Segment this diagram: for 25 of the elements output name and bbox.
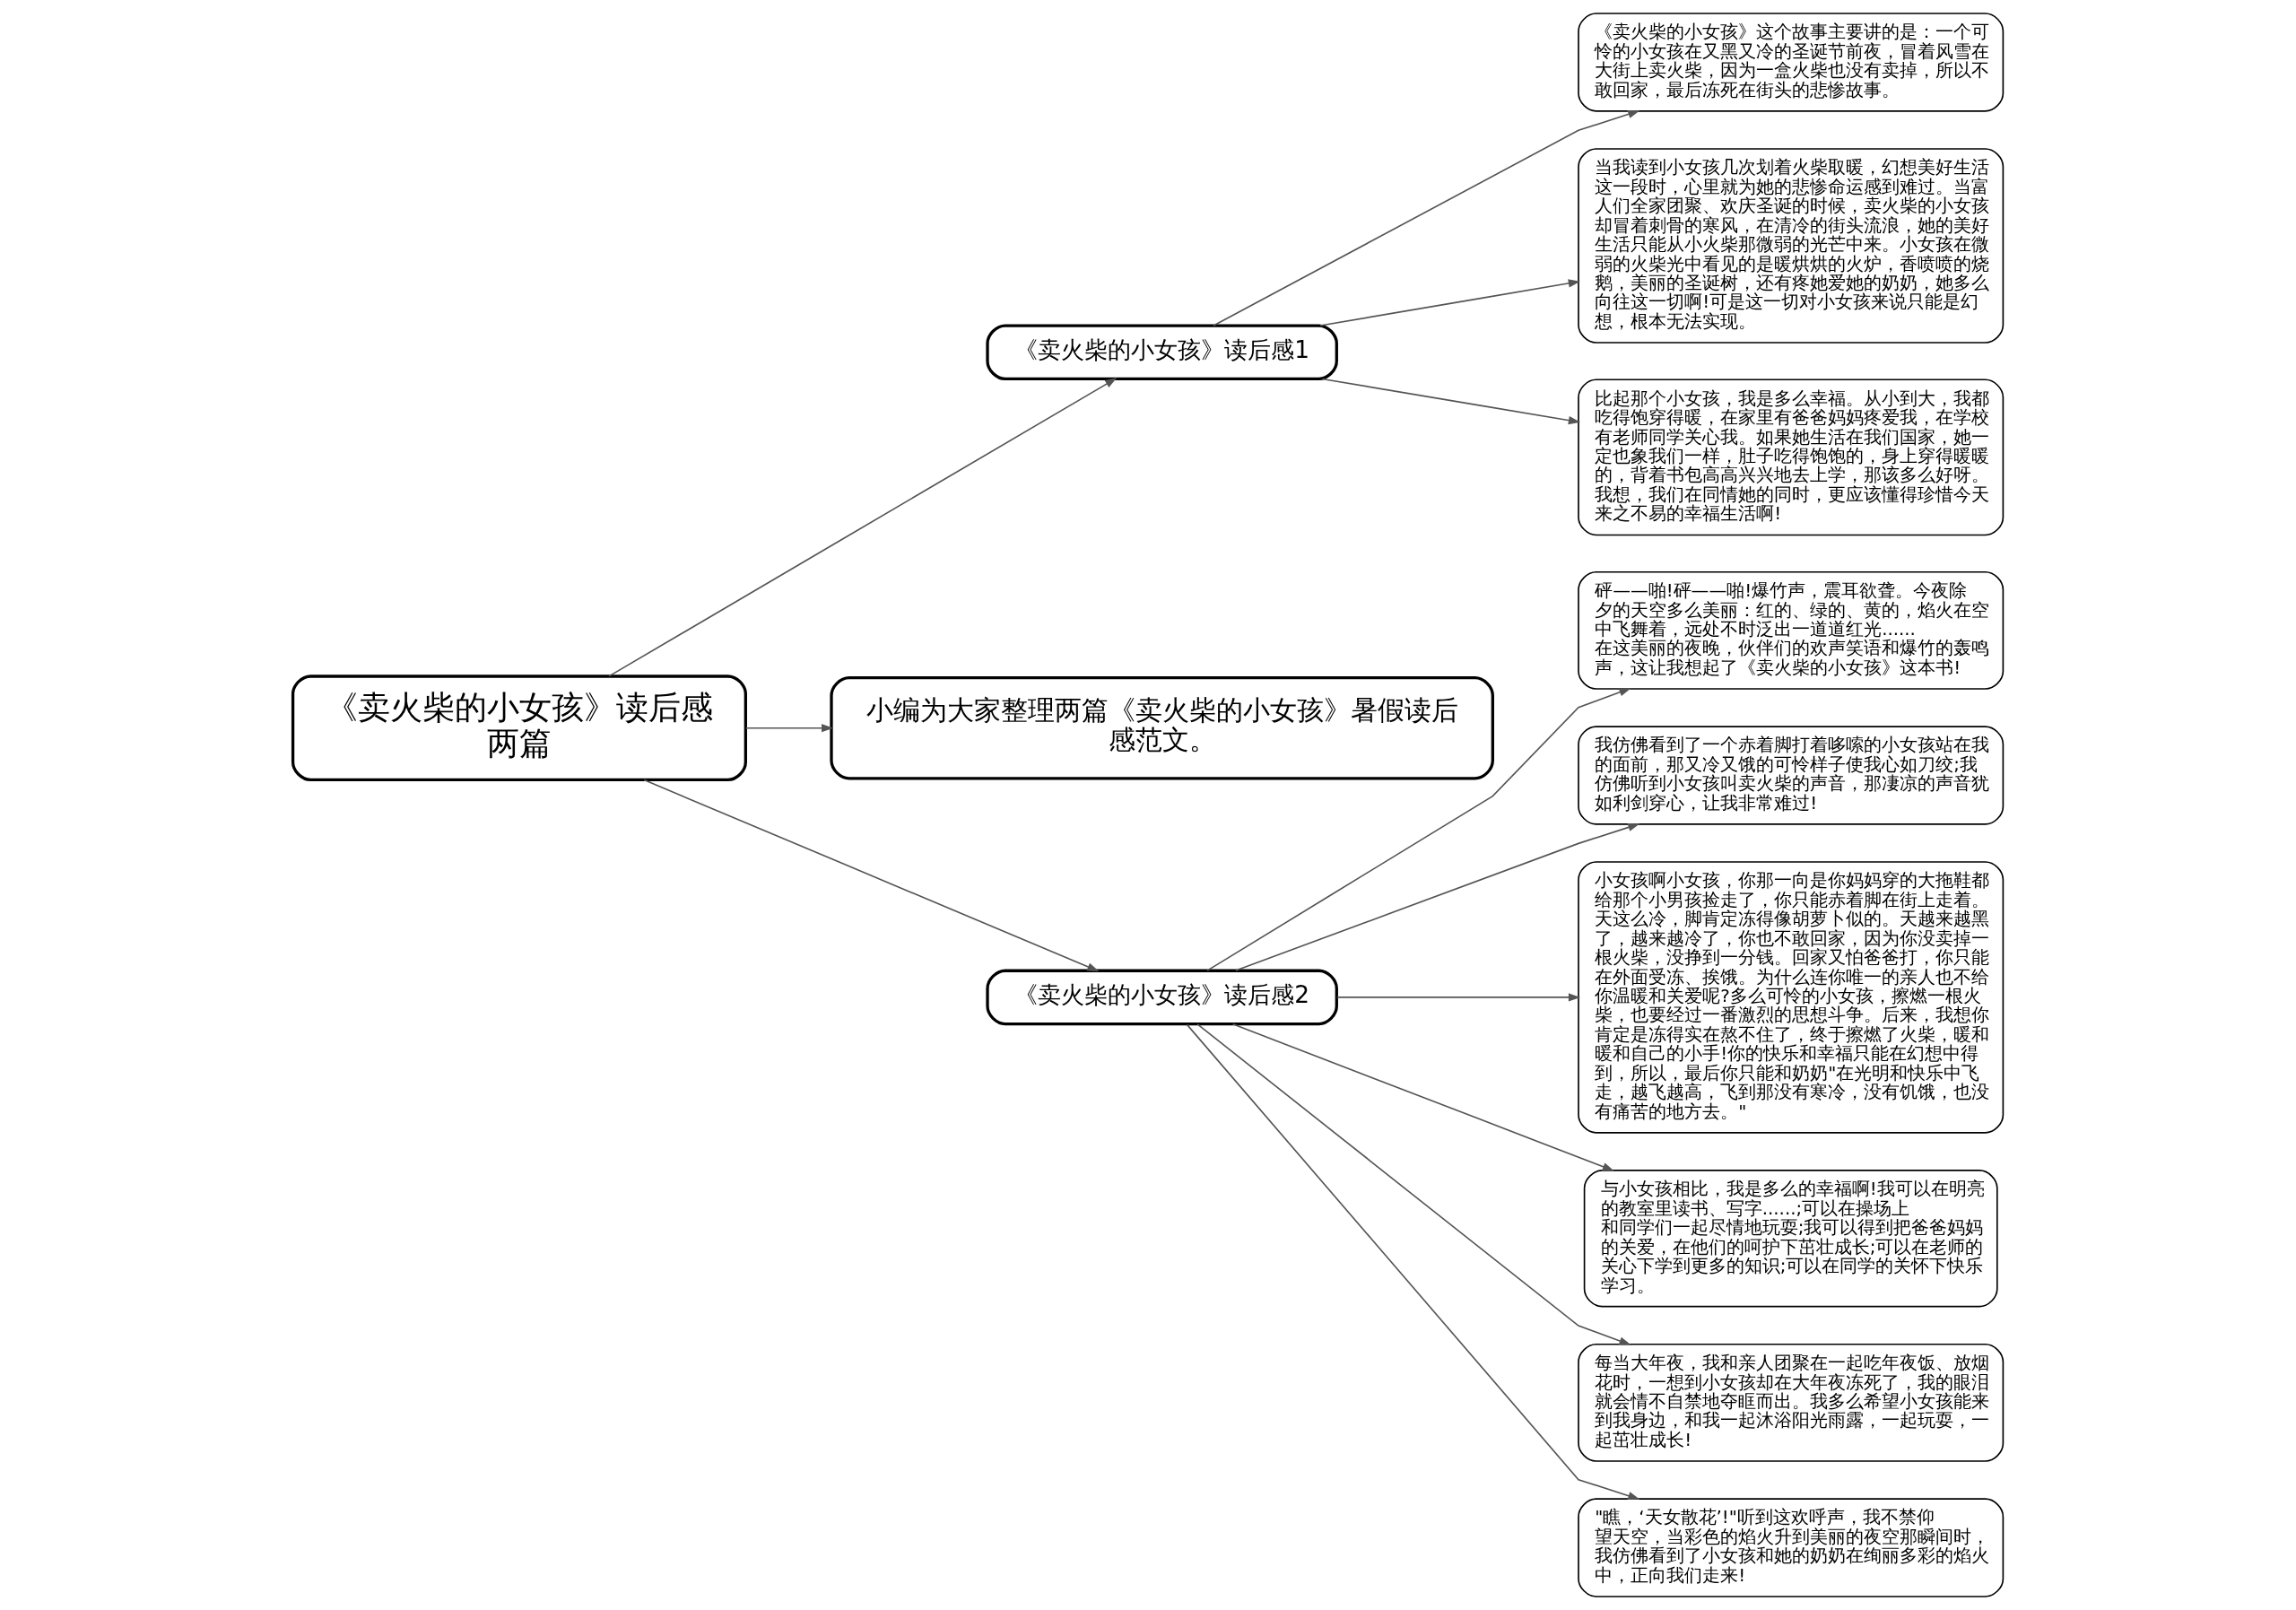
node-box: 与小女孩相比，我是多么的幸福啊!我可以在明亮的教室里读书、写字......;可以在操场上和同学们一起尽情地玩耍;我可以得到把爸爸妈妈的关爱，在他们的呵护下茁壮成长;可以在老师的关心下学到更多的知识;可以在同学的关怀下快乐学习。 [1583,1170,1998,1308]
arrow [1231,1023,1615,1171]
arrow [744,724,834,733]
arrow [1206,688,1631,971]
node-box: 砰——啪!砰——啪!爆竹声，震耳欲聋。今夜除夕的天空多么美丽：红的、绿的、黄的，焰火在空中飞舞着，远处不时泛出一道道红光......在这美丽的夜晚，伙伴们的欢声笑语和爆竹的轰鸣声，这让我想起了《卖火柴的小女孩》这本书! [1578,570,2005,690]
arrow [643,779,1100,972]
arrow [608,378,1118,677]
node-box: 我仿佛看到了一个赤着脚打着哆嗦的小女孩站在我的面前，那又冷又饿的可怜样子使我心如刀绞;我仿佛听到小女孩叫卖火柴的声音，那凄凉的声音犹如利剑穿心，让我非常难过! [1578,726,2005,825]
node-box: 《卖火柴的小女孩》这个故事主要讲的是：一个可怜的小女孩在又黑又冷的圣诞节前夜，冒着风雪在大街上卖火柴，因为一盒火柴也没有卖掉，所以不敢回家，最后冻死在街头的悲惨故事。 [1578,13,2005,112]
node-box: 当我读到小女孩几次划着火柴取暖，幻想美好生活这一段时，心里就为她的悲惨命运感到难过。当富人们全家团聚、欢庆圣诞的时候，卖火柴的小女孩却冒着刺骨的寒风，在清冷的街头流浪，她的美好生活只能从小火柴那微弱的光芒中来。小女孩在微弱的火柴光中看见的是暖烘烘的火炉，香喷喷的烧鹅，美丽的圣诞树，还有疼她爱她的奶奶，她多么向往这一切啊!可是这一切对小女孩来说只能是幻想，根本无法实现。 [1578,148,2005,344]
node-box: "瞧，‘天女散花’!"听到这欢呼声，我不禁仰望天空，当彩色的焰火升到美丽的夜空那瞬间时，我仿佛看到了小女孩和她的奶奶在绚丽多彩的焰火中，正向我们走来! [1578,1498,2005,1597]
node-box: 《卖火柴的小女孩》读后感1 [986,324,1338,381]
arrow [1235,822,1640,971]
arrow [1213,109,1640,326]
arrow [1321,378,1581,425]
arrow [1196,1023,1631,1345]
node-box: 小女孩啊小女孩，你那一向是你妈妈穿的大拖鞋都给那个小男孩捡走了，你只能赤着脚在街上走着。天这么冷，脚肯定冻得像胡萝卜似的。天越来越黑了，越来越冷了，你也不敢回家，因为你没卖掉一根火柴，没挣到一分钱。回家又怕爸爸打，你只能在外面受冻、挨饿。为什么连你唯一的亲人也不给你温暖和关爱呢?多么可怜的小女孩，擦燃一根火柴，也要经过一番激烈的思想斗争。后来，我想你肯定是冻得实在熬不住了，终于擦燃了火柴，暖和暖和自己的小手!你的快乐和幸福只能在幻想中得到，所以，最后你只能和奶奶"在光明和快乐中飞走，越飞越高，飞到那没有寒冷，没有饥饿，也没有痛苦的地方去。" [1578,861,2005,1134]
node-box: 小编为大家整理两篇《卖火柴的小女孩》暑假读后感范文。 [830,676,1494,780]
node-box: 《卖火柴的小女孩》读后感2 [986,969,1338,1026]
arrow [1319,279,1580,326]
arrow [1186,1023,1640,1501]
node-box: 《卖火柴的小女孩》读后感两篇 [291,674,747,782]
arrow [1335,993,1581,1002]
node-box: 每当大年夜，我和亲人团聚在一起吃年夜饭、放烟花时，一想到小女孩却在大年夜冻死了，我的眼泪就会情不自禁地夺眶而出。我多么希望小女孩能来到我身边，和我一起沐浴阳光雨露，一起玩耍，一起茁壮成长! [1578,1343,2005,1462]
node-box: 比起那个小女孩，我是多么幸福。从小到大，我都吃得饱穿得暖，在家里有爸爸妈妈疼爱我，在学校有老师同学关心我。如果她生活在我们国家，她一定也象我们一样，肚子吃得饱饱的，身上穿得暖暖的，背着书包高高兴兴地去上学，那该多么好呀。我想，我们在同情她的同时，更应该懂得珍惜今天来之不易的幸福生活啊! [1578,379,2005,536]
